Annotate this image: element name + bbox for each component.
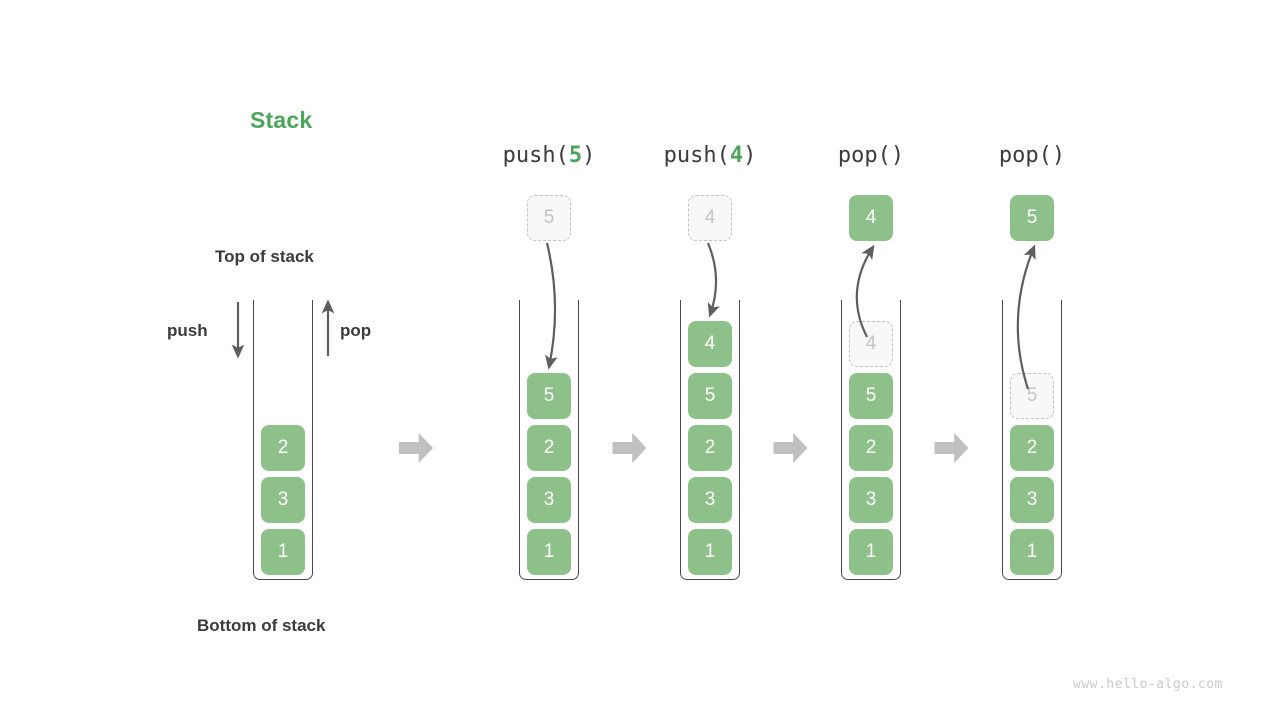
operation-paren-close-3: ) <box>890 143 905 168</box>
operation-paren-open-1: ( <box>555 143 569 168</box>
site-watermark: www.hello-algo.com <box>1073 677 1223 692</box>
operation-paren-open-4: ( <box>1038 143 1052 168</box>
step-3-box-4-ghost: 4 <box>849 321 893 367</box>
operation-name-1: push <box>502 143 556 168</box>
operation-name-4: pop <box>998 143 1039 168</box>
operation-paren-open-2: ( <box>716 143 730 168</box>
step-3-box-2: 2 <box>849 425 893 471</box>
flow-arrow-1 <box>399 433 433 463</box>
stack-frame-step-1 <box>519 300 579 580</box>
operation-name-2: push <box>663 143 717 168</box>
operation-paren-close-1: ) <box>582 143 596 168</box>
flow-arrow-2 <box>612 433 647 463</box>
operation-argument-2: 4 <box>729 143 744 168</box>
step-2-box-3: 3 <box>688 477 732 523</box>
operation-name-3: pop <box>837 143 878 168</box>
step-3-floating-box-4: 4 <box>849 195 893 241</box>
step-2-box-2: 2 <box>688 425 732 471</box>
step-4-box-5-ghost: 5 <box>1010 373 1054 419</box>
step-1-box-5: 5 <box>527 373 571 419</box>
step-2-box-4: 4 <box>688 321 732 367</box>
step-3-box-1: 1 <box>849 529 893 575</box>
initial-stack-box-1: 1 <box>261 529 305 575</box>
stack-frame-step-4 <box>1002 300 1062 580</box>
step-4-floating-box-5: 5 <box>1010 195 1054 241</box>
step-3-box-5: 5 <box>849 373 893 419</box>
step-2-box-1: 1 <box>688 529 732 575</box>
operation-header-2: push(4) <box>625 143 795 168</box>
operation-paren-open-3: ( <box>877 143 891 168</box>
initial-stack-frame <box>253 300 313 580</box>
operation-header-3: pop() <box>786 143 956 168</box>
step-4-box-3: 3 <box>1010 477 1054 523</box>
step-4-box-2: 2 <box>1010 425 1054 471</box>
step-3-box-3: 3 <box>849 477 893 523</box>
step-4-box-1: 1 <box>1010 529 1054 575</box>
stack-frame-step-2 <box>680 300 740 580</box>
step-1-box-2: 2 <box>527 425 571 471</box>
flow-arrow-4 <box>934 433 969 463</box>
operation-paren-close-2: ) <box>743 143 757 168</box>
step-1-box-3: 3 <box>527 477 571 523</box>
operation-header-1: push(5) <box>464 143 634 168</box>
step-1-box-1: 1 <box>527 529 571 575</box>
page-title: Stack <box>250 107 313 133</box>
operation-argument-1: 5 <box>568 143 583 168</box>
step-2-box-5: 5 <box>688 373 732 419</box>
operation-header-4: pop() <box>947 143 1117 168</box>
pop-label: pop <box>340 321 372 340</box>
bottom-of-stack-label: Bottom of stack <box>197 616 326 635</box>
flow-arrow-3 <box>773 433 808 463</box>
stack-frame-step-3 <box>841 300 901 580</box>
push-label: push <box>167 321 208 340</box>
operation-paren-close-4: ) <box>1051 143 1066 168</box>
top-of-stack-label: Top of stack <box>215 247 314 266</box>
initial-stack-box-2: 2 <box>261 425 305 471</box>
initial-stack-box-3: 3 <box>261 477 305 523</box>
step-1-floating-box-5: 5 <box>527 195 571 241</box>
step-2-floating-box-4: 4 <box>688 195 732 241</box>
